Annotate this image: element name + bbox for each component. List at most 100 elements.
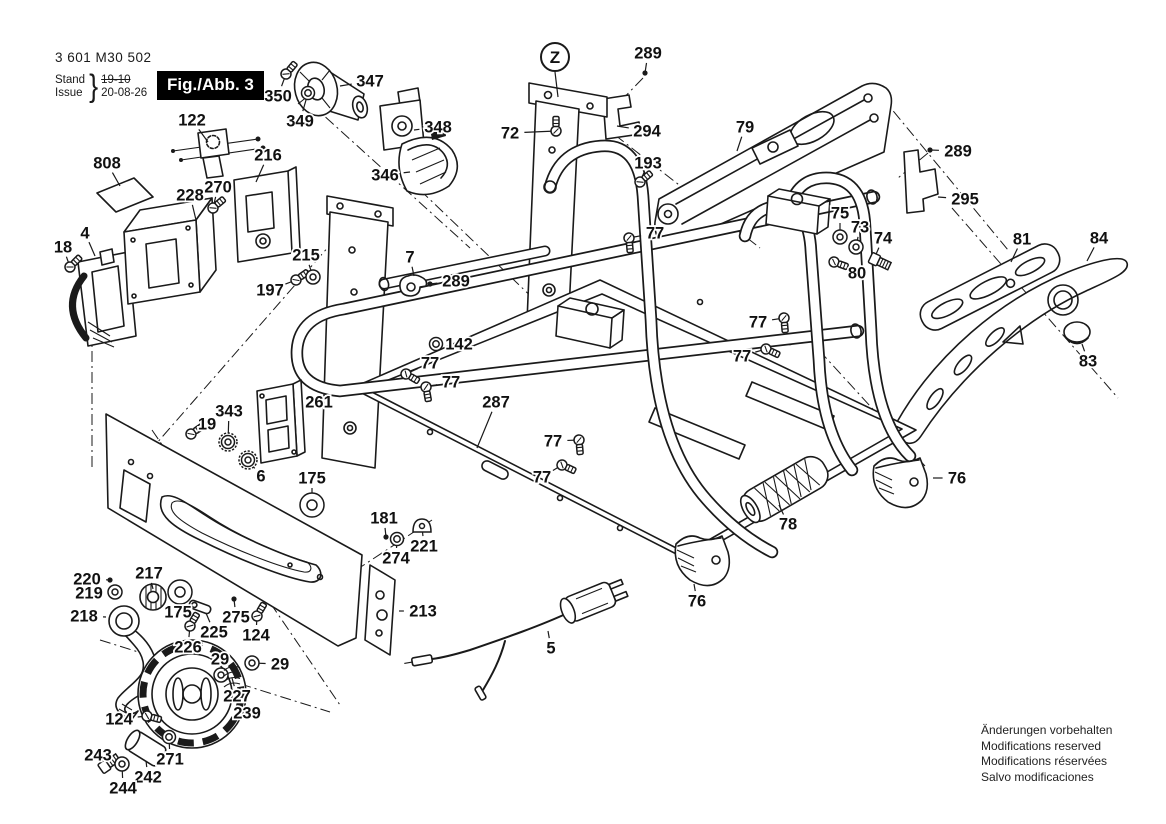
callout-19: 19 [185, 414, 218, 440]
part-number-label: 79 [736, 119, 754, 137]
callout-226: 226 [172, 611, 204, 658]
part-number-label: 217 [135, 565, 163, 583]
callout-175: 175 [296, 468, 328, 518]
callout-18: 18 [52, 237, 83, 273]
part-number-label: 81 [1013, 231, 1031, 249]
callout-289: 289 [632, 43, 664, 76]
callout-leader [937, 196, 947, 199]
part-number-label: 218 [70, 608, 98, 626]
notice-line-en: Modifications reserved [981, 738, 1102, 753]
part-number-label: 74 [874, 230, 893, 248]
part-number-label: 75 [831, 205, 849, 223]
detail-marker-label: Z [550, 48, 560, 67]
part-number-label: 19 [198, 416, 216, 434]
nut-part-glyph [161, 729, 177, 745]
callout-leader [1086, 247, 1095, 262]
part-number-label: 5 [546, 640, 555, 658]
part-number-label: 261 [305, 394, 333, 412]
pin-part-glyph [927, 147, 933, 153]
part-number-label: 226 [174, 639, 202, 657]
callout-294: 294 [616, 121, 663, 142]
nut-part-glyph [300, 85, 316, 101]
lock-assembly-122 [171, 128, 266, 179]
part-number-label: 242 [134, 769, 162, 787]
callout-75: 75 [829, 203, 851, 245]
side-panel-213 [105, 413, 396, 656]
clip-7 [399, 274, 428, 297]
part-number-label: 175 [164, 604, 192, 622]
callout-72: 72 [499, 115, 562, 144]
callout-122: 122 [176, 110, 209, 143]
callout-270: 270 [202, 177, 234, 214]
callout-218: 218 [68, 606, 107, 627]
revision-block: Stand Issue } 19-10 20-08-26 [55, 69, 152, 104]
callout-leader [476, 411, 493, 449]
screw-part-glyph [184, 611, 201, 632]
part-number-label: 289 [944, 143, 972, 161]
pin-part-glyph [642, 70, 648, 76]
bracket-261 [256, 379, 306, 464]
notice-line-de: Änderungen vorbehalten [981, 723, 1113, 737]
screw-part-glyph [280, 60, 298, 80]
screw-part-glyph [760, 343, 781, 359]
part-number-label: 228 [176, 187, 204, 205]
washer-part-glyph [107, 584, 123, 600]
part-number-label: 124 [105, 711, 133, 729]
callout-181: 181 [368, 508, 400, 540]
callout-leader [403, 171, 411, 174]
nut-part-glyph [428, 336, 444, 352]
callout-225: 225 [198, 612, 230, 643]
part-number-label: 244 [109, 780, 137, 798]
callout-77: 77 [623, 223, 666, 254]
callout-leader [547, 630, 550, 639]
callout-295: 295 [937, 189, 981, 210]
callout-348: 348 [413, 117, 454, 138]
wheel-239 [137, 639, 247, 749]
part-number-label: 77 [442, 374, 460, 392]
notice-line-es: Salvo modificaciones [981, 769, 1094, 784]
callout-29: 29 [209, 649, 231, 683]
part-number-label: 175 [298, 470, 326, 488]
callout-350: 350 [262, 60, 298, 107]
callout-271: 271 [154, 729, 186, 770]
nut-part-glyph [389, 531, 405, 547]
part-number-label: 227 [223, 688, 251, 706]
part-number-label: 77 [544, 433, 562, 451]
part-number-label: 225 [200, 624, 228, 642]
knurlnut-part-glyph [238, 450, 258, 470]
link-225 [188, 599, 212, 615]
callout-287: 287 [476, 392, 512, 449]
callout-leader [616, 125, 629, 129]
callout-77: 77 [531, 459, 577, 488]
callout-77: 77 [731, 343, 781, 367]
callout-leader [1081, 343, 1086, 352]
issue-label: Issue [55, 86, 83, 99]
callout-80: 80 [828, 256, 868, 284]
part-number-label: 72 [501, 125, 519, 143]
screw-part-glyph [141, 710, 163, 724]
foot-76-right [872, 457, 929, 509]
washer-lg-part-glyph [167, 579, 193, 605]
callout-289: 289 [427, 271, 472, 292]
screw-part-glyph [185, 423, 205, 440]
callout-216: 216 [252, 145, 284, 183]
part-number-label: 350 [264, 88, 292, 106]
screw-part-glyph [420, 381, 432, 403]
label-plate-808 [96, 177, 154, 213]
callout-244: 244 [107, 756, 139, 799]
callout-84: 84 [1086, 228, 1111, 262]
part-number-label: 295 [951, 191, 979, 209]
part-number-label: 347 [356, 73, 384, 91]
callout-217: 217 [133, 563, 165, 590]
callout-78: 78 [777, 504, 799, 535]
part-number-label: 73 [851, 219, 869, 237]
part-number-label: 219 [75, 585, 103, 603]
part-number: 3 601 M30 502 [55, 50, 152, 65]
callout-leader [198, 128, 209, 143]
switch-box-228 [123, 197, 217, 305]
screw-part-glyph [207, 196, 227, 214]
callout-leader [191, 204, 197, 221]
part-number-label: 77 [533, 469, 551, 487]
part-number-label: 346 [371, 167, 399, 185]
